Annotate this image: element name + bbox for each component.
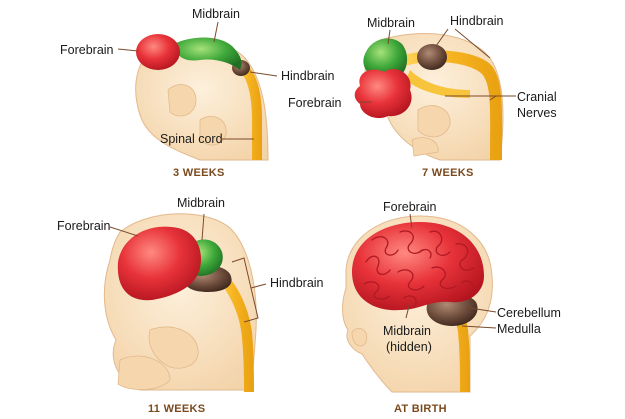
leader-line xyxy=(213,21,219,43)
forebrain xyxy=(117,226,202,301)
leader-line xyxy=(405,301,411,319)
forebrain xyxy=(354,69,412,119)
forebrain xyxy=(136,34,180,70)
leader-line xyxy=(117,48,139,52)
spinal-cord xyxy=(214,268,254,392)
leader-line xyxy=(201,213,205,241)
leader-line xyxy=(489,95,497,101)
label-forebrain: Forebrain xyxy=(288,96,342,110)
label-hindbrain: Hindbrain xyxy=(281,69,335,83)
fetus-leg xyxy=(117,355,171,390)
leader-line xyxy=(409,213,413,229)
panel-11-weeks: Forebrain Midbrain Hindbrain 11 WEEKS xyxy=(57,196,324,415)
midbrain xyxy=(174,37,242,70)
embryo-limb-bud xyxy=(411,137,439,157)
label-hindbrain: Hindbrain xyxy=(270,276,324,290)
hindbrain-tube xyxy=(406,70,470,98)
stage-title: AT BIRTH xyxy=(394,403,447,415)
stage-title: 11 WEEKS xyxy=(148,403,205,415)
label-midbrain: Midbrain xyxy=(192,7,240,21)
leader-line xyxy=(435,28,449,47)
label-midbrain: Midbrain xyxy=(367,16,415,30)
embryo-limb-bud xyxy=(199,116,227,146)
label-forebrain: Forebrain xyxy=(60,43,114,57)
label-hindbrain: Hindbrain xyxy=(450,14,504,28)
label-cerebellum: Cerebellum xyxy=(497,306,561,320)
label-spinal-cord: Spinal cord xyxy=(160,132,223,146)
leader-line xyxy=(387,29,391,45)
leader-line xyxy=(250,283,267,289)
leader-line xyxy=(469,307,497,313)
panel-at-birth: Forebrain Cerebellum Medulla Midbrain (h… xyxy=(342,200,561,415)
label-forebrain: Forebrain xyxy=(383,200,437,214)
stage-title: 3 WEEKS xyxy=(173,167,225,179)
leader-line xyxy=(461,325,497,329)
midbrain xyxy=(363,38,408,78)
panel-7-weeks: Midbrain Hindbrain Forebrain Cranial Ner… xyxy=(288,14,557,179)
label-cranial-nerves: Nerves xyxy=(517,106,557,120)
leader-line xyxy=(249,71,278,77)
newborn-ear xyxy=(351,328,368,347)
label-midbrain-hidden: (hidden) xyxy=(386,340,432,354)
cortex-gyri xyxy=(363,230,475,307)
embryo-limb-bud xyxy=(417,105,451,138)
label-cranial-nerves: Cranial xyxy=(517,90,557,104)
spinal-cord xyxy=(236,60,262,160)
label-midbrain: Midbrain xyxy=(177,196,225,210)
label-midbrain-hidden: Midbrain xyxy=(383,324,431,338)
label-medulla: Medulla xyxy=(497,322,541,336)
label-forebrain: Forebrain xyxy=(57,219,111,233)
hindbrain xyxy=(417,44,447,70)
embryo-limb-bud xyxy=(167,84,197,117)
spinal-cord xyxy=(402,50,503,160)
stage-title: 7 WEEKS xyxy=(422,167,474,179)
fetus-arm xyxy=(148,326,199,369)
leader-line xyxy=(109,226,139,237)
leader-line xyxy=(454,28,491,59)
panel-3-weeks: Forebrain Midbrain Hindbrain Spinal cord… xyxy=(60,7,335,179)
